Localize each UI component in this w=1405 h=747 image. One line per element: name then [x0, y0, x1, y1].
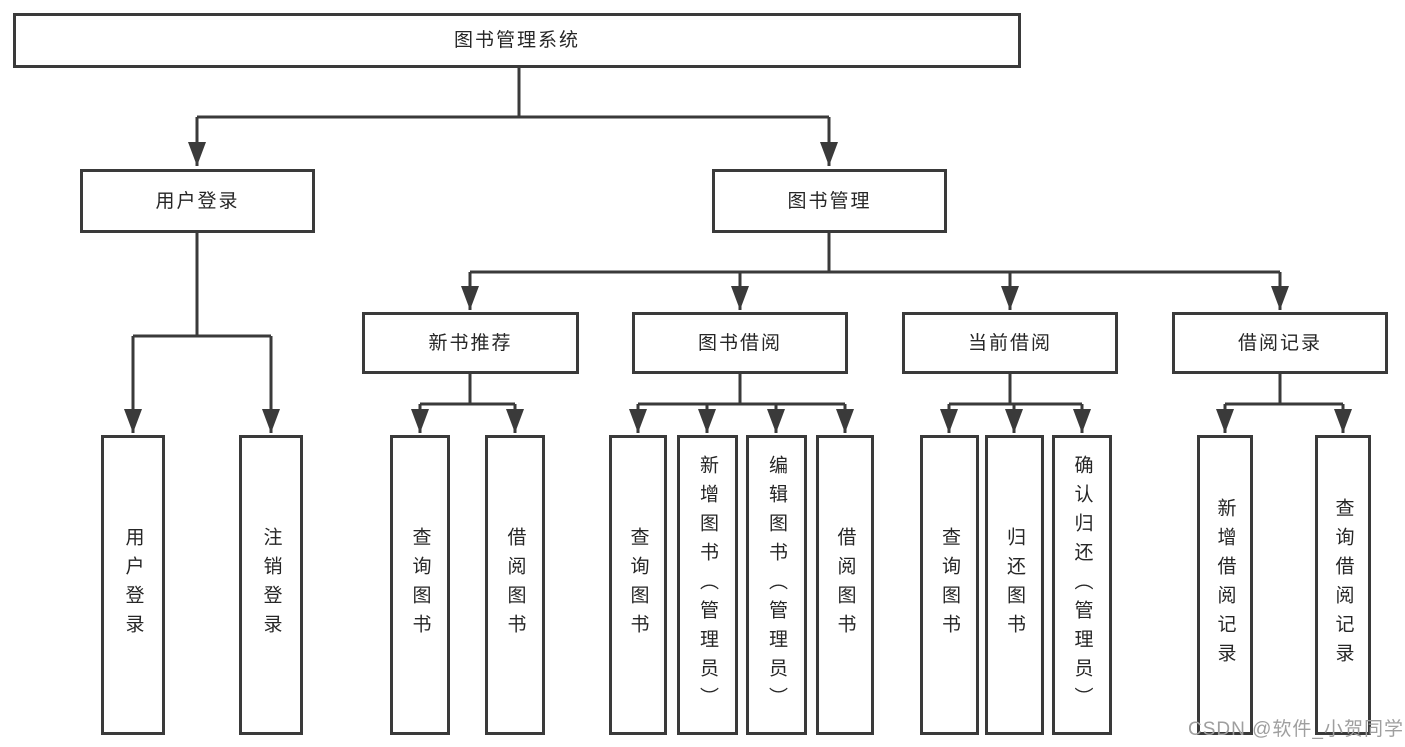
node-label: 查询图书: [939, 527, 960, 643]
node-label: 新书推荐: [428, 332, 513, 354]
leaf-cb-query-books: 查询图书: [920, 435, 979, 735]
node-borrow-records: 借阅记录: [1172, 312, 1388, 374]
connector-book-management: [470, 233, 1280, 274]
node-label: 查询借阅记录: [1332, 498, 1354, 672]
leaf-nb-borrow-books: 借阅图书: [485, 435, 545, 735]
node-book-management: 图书管理: [712, 169, 947, 233]
csdn-watermark: CSDN @软件_小贺同学: [1188, 719, 1404, 740]
connector-user-login: [133, 233, 271, 338]
node-label: 用户登录: [155, 190, 240, 212]
connector-book-borrow: [638, 374, 845, 406]
leaf-bb-edit-books-admin: 编辑图书（管理员）: [746, 435, 807, 735]
node-root-system: 图书管理系统: [13, 13, 1021, 68]
leaf-nb-query-books: 查询图书: [390, 435, 450, 735]
connector-new-book-recommend: [420, 374, 515, 406]
leaf-bb-add-books-admin: 新增图书（管理员）: [677, 435, 738, 735]
node-label: 新增借阅记录: [1214, 498, 1236, 672]
node-label: 图书借阅: [697, 332, 782, 354]
node-label: 图书管理: [787, 190, 872, 212]
leaf-br-add-record: 新增借阅记录: [1197, 435, 1253, 735]
leaf-cb-return-books: 归还图书: [985, 435, 1044, 735]
leaf-user-login: 用户登录: [101, 435, 165, 735]
connector-root: [197, 68, 829, 119]
node-label: 借阅图书: [504, 527, 526, 643]
connector-borrow-records: [1225, 374, 1343, 406]
node-label: 新增图书（管理员）: [697, 454, 718, 716]
node-book-borrow: 图书借阅: [632, 312, 848, 374]
leaf-cb-confirm-return-admin: 确认归还（管理员）: [1052, 435, 1112, 735]
leaf-bb-query-books: 查询图书: [609, 435, 667, 735]
node-user-login: 用户登录: [80, 169, 315, 233]
node-label: 借阅记录: [1237, 332, 1322, 354]
connector-current-borrow: [949, 374, 1082, 406]
node-label: 图书管理系统: [453, 30, 580, 51]
node-label: 查询图书: [627, 527, 649, 643]
node-label: 注销登录: [260, 527, 282, 643]
node-label: 用户登录: [122, 527, 144, 643]
node-current-borrow: 当前借阅: [902, 312, 1118, 374]
leaf-bb-borrow-books: 借阅图书: [816, 435, 874, 735]
node-label: 确认归还（管理员）: [1071, 454, 1093, 716]
leaf-br-query-record: 查询借阅记录: [1315, 435, 1371, 735]
node-label: 当前借阅: [967, 332, 1052, 354]
node-label: 查询图书: [409, 527, 431, 643]
node-label: 编辑图书（管理员）: [766, 454, 787, 716]
leaf-logout: 注销登录: [239, 435, 303, 735]
node-label: 借阅图书: [834, 527, 856, 643]
node-new-book-recommend: 新书推荐: [362, 312, 579, 374]
node-label: 归还图书: [1004, 527, 1025, 643]
